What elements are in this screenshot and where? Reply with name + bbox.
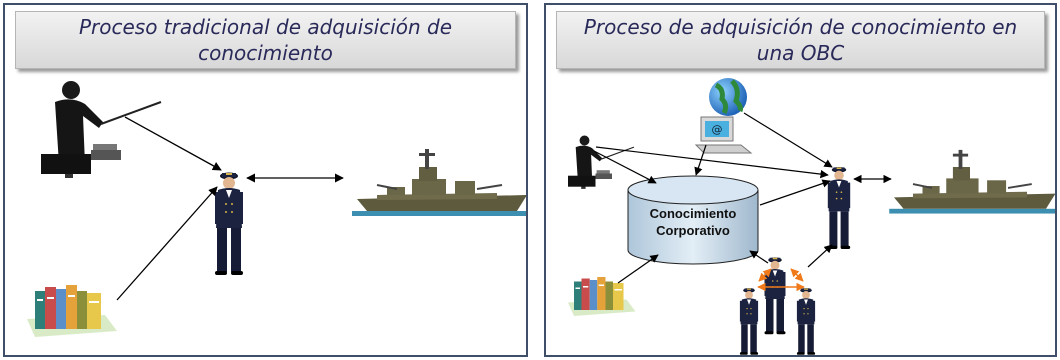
arrow-computer-to-database	[694, 144, 707, 176]
officer-icon	[827, 167, 851, 249]
officer-icon	[764, 257, 786, 335]
warship-icon	[888, 148, 1055, 215]
teacher-icon	[567, 135, 635, 190]
left-panel-title: Proceso tradicional de adquisición de co…	[15, 11, 516, 69]
computer-icon: @	[694, 116, 753, 154]
arrow-group-to-database	[749, 250, 769, 264]
officer-icon	[739, 288, 759, 355]
warship-icon	[351, 148, 526, 217]
arrow-teacher-to-officer	[124, 116, 222, 171]
left-scene	[27, 80, 526, 337]
database-label-line1: Conocimiento	[650, 206, 737, 221]
teacher-icon	[40, 80, 162, 179]
officer-icon	[796, 288, 816, 355]
arrow-database-to-officer	[759, 179, 831, 206]
svg-text:@: @	[712, 123, 723, 136]
peer-arrow	[790, 268, 804, 282]
arrow-books-to-officer	[116, 186, 218, 301]
right-panel-title: Proceso de adquisición de conocimiento e…	[556, 11, 1045, 69]
books-icon	[27, 285, 117, 337]
globe-icon	[709, 78, 747, 116]
peer-arrow	[758, 268, 772, 282]
arrow-group-to-officer	[807, 244, 833, 268]
left-panel: Proceso tradicional de adquisición de co…	[3, 3, 528, 357]
right-scene: @ Conocimiento Corporativo	[567, 78, 1055, 355]
right-panel: Proceso de adquisición de conocimiento e…	[544, 3, 1057, 357]
books-icon	[568, 277, 636, 316]
arrow-teacher-to-officer	[595, 146, 829, 179]
arrow-globe-to-officer	[743, 112, 833, 168]
officer-icon	[215, 172, 243, 275]
database-icon: Conocimiento Corporativo	[627, 175, 759, 265]
database-label-line2: Corporativo	[656, 223, 730, 238]
arrow-teacher-to-database	[593, 150, 657, 184]
arrow-books-to-database	[617, 254, 659, 284]
